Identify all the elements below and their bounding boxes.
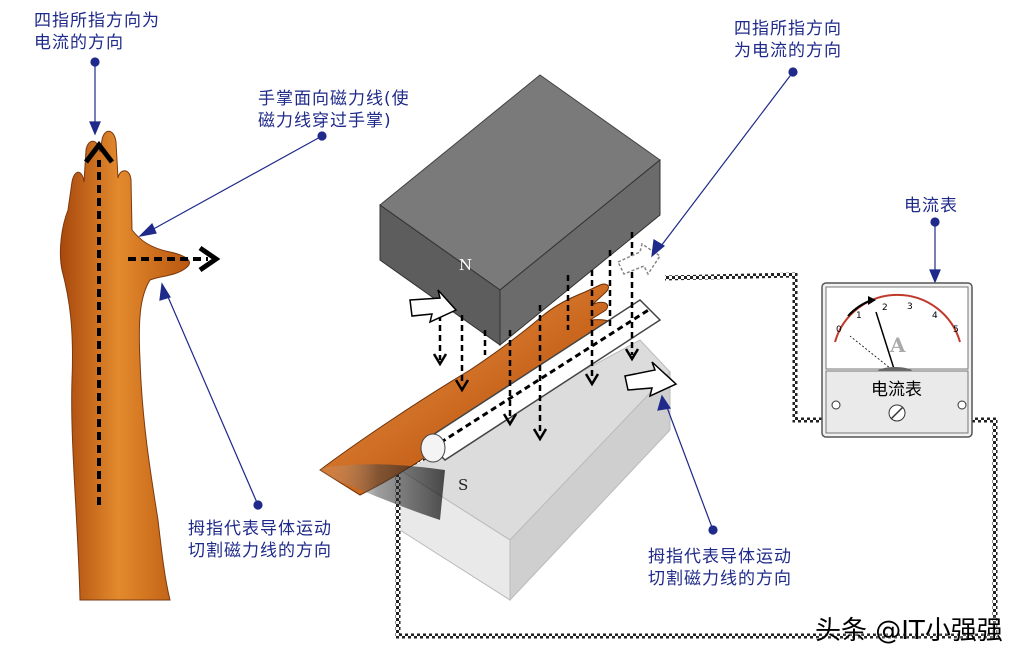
label-left-current-direction: 四指所指方向为 电流的方向: [34, 11, 160, 53]
label-palm-facing-field: 手掌面向磁力线(使 磁力线穿过手掌): [258, 89, 410, 131]
north-pole-label: N: [459, 256, 472, 274]
north-magnet: [379, 74, 661, 347]
scale-2: 2: [882, 303, 888, 313]
field-lines: [438, 232, 634, 435]
scale-3: 3: [907, 302, 913, 312]
ammeter-face-label: 电流表: [871, 380, 922, 400]
label-ammeter-title: 电流表: [904, 196, 958, 216]
right-pointers: [651, 67, 941, 535]
label-left-thumb-motion: 拇指代表导体运动 切割磁力线的方向: [188, 519, 332, 561]
left-pointers: [89, 57, 327, 510]
current-direction-arrow-left: [84, 140, 114, 505]
left-hand-illustration: [59, 130, 190, 601]
conductor-rod: [420, 299, 662, 463]
ammeter-scale: 0 1 2 3 4 5: [836, 302, 959, 335]
scale-5: 5: [953, 325, 959, 335]
label-right-current-direction: 四指所指方向 为电流的方向: [734, 19, 842, 61]
motion-arrows: [409, 242, 678, 398]
thumb-direction-arrow-left: [128, 245, 221, 273]
field-line-arrowheads: [432, 348, 640, 442]
south-pole-label: S: [458, 476, 468, 494]
ammeter-unit: A: [889, 333, 906, 357]
scale-4: 4: [932, 311, 938, 321]
scale-0: 0: [836, 325, 842, 335]
watermark: 头条 @IT小强强: [815, 616, 1003, 646]
label-right-thumb-motion: 拇指代表导体运动 切割磁力线的方向: [648, 547, 792, 589]
ammeter: [821, 282, 973, 438]
scale-1: 1: [856, 311, 862, 321]
